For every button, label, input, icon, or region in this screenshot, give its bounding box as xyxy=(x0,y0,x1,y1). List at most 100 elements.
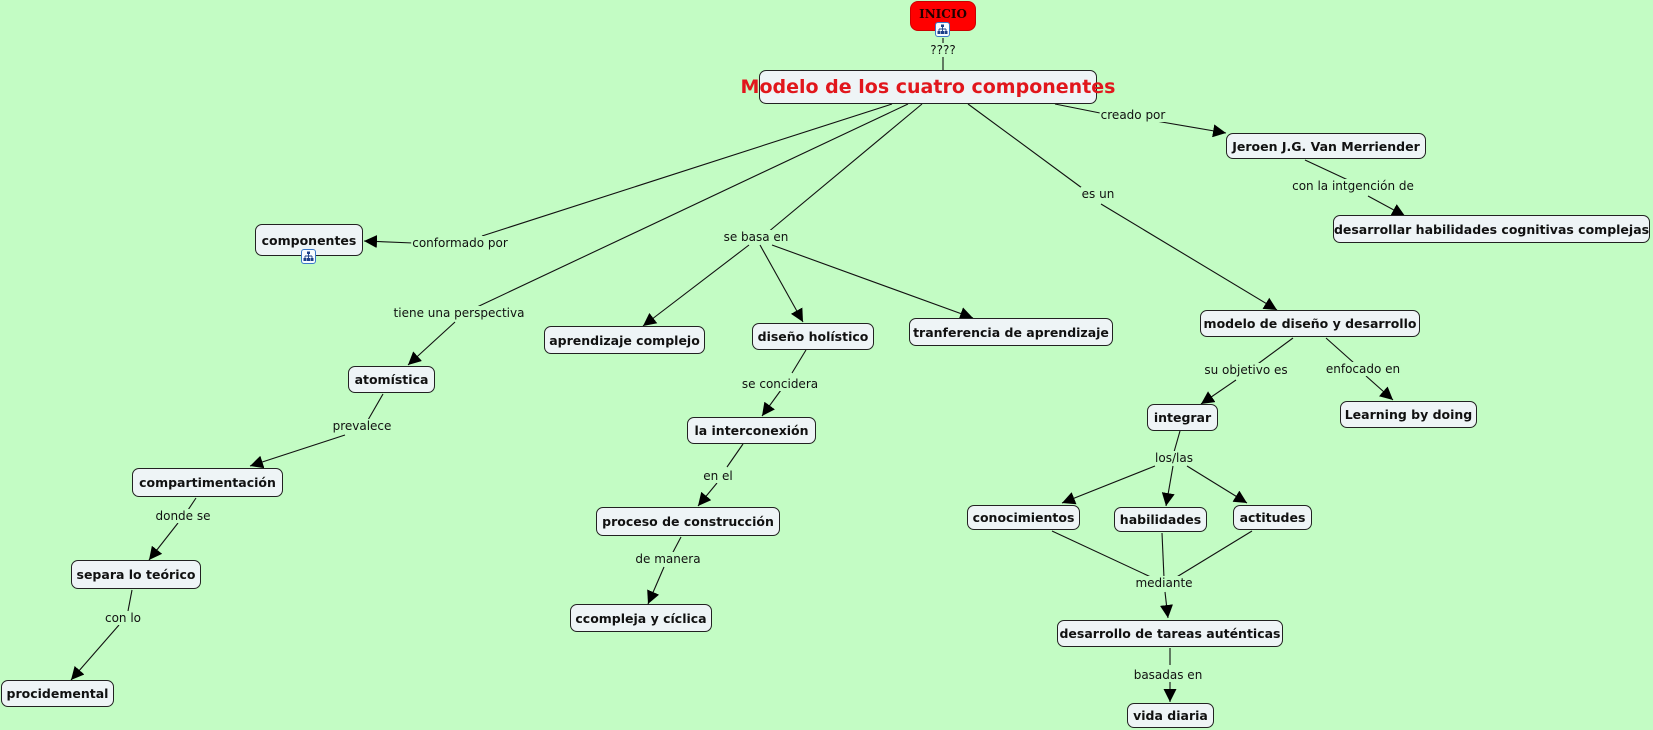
concept-label: desarrollo de tareas auténticas xyxy=(1059,626,1281,641)
concept-label: modelo de diseño y desarrollo xyxy=(1203,316,1417,331)
concept-inicio-label: INICIO xyxy=(919,7,967,21)
link-line xyxy=(1186,465,1248,504)
concept-label: conocimientos xyxy=(972,510,1075,525)
link-line xyxy=(1100,203,1278,311)
submap-hierarchy-icon[interactable] xyxy=(935,22,950,37)
link-line xyxy=(148,522,179,561)
linking-phrase[interactable]: de manera xyxy=(634,552,702,566)
concept-label: desarrollar habilidades cognitivas compl… xyxy=(1333,221,1650,237)
link-line xyxy=(1161,532,1165,579)
link-line xyxy=(1061,465,1156,505)
submap-hierarchy-icon[interactable] xyxy=(301,249,316,264)
linking-phrase[interactable]: creado por xyxy=(1099,108,1167,122)
link-line xyxy=(476,103,909,308)
link-line xyxy=(771,244,974,320)
concept-label: Jeroen J.G. Van Merriender xyxy=(1232,138,1420,154)
concept-ccompleja-ciclica[interactable]: ccompleja y cíclica xyxy=(570,604,712,632)
concept-label: tranferencia de aprendizaje xyxy=(913,324,1109,340)
concept-actitudes[interactable]: actitudes xyxy=(1233,505,1312,530)
link-line xyxy=(1173,430,1181,453)
link-line xyxy=(759,244,804,323)
link-line xyxy=(1367,195,1406,217)
link-line xyxy=(967,103,1083,189)
link-line xyxy=(367,393,384,421)
concept-tranferencia[interactable]: tranferencia de aprendizaje xyxy=(909,318,1113,346)
concept-integrar[interactable]: integrar xyxy=(1147,404,1218,431)
link-line xyxy=(407,321,456,366)
link-line xyxy=(761,389,782,417)
concept-label: integrar xyxy=(1153,410,1212,425)
link-line xyxy=(127,589,133,612)
concept-label: procidemental xyxy=(6,686,109,701)
concept-label: habilidades xyxy=(1119,512,1202,527)
concept-desarrollo-tareas[interactable]: desarrollo de tareas auténticas xyxy=(1057,620,1283,647)
link-line xyxy=(1161,465,1175,507)
link-line xyxy=(1254,337,1294,367)
concept-label: aprendizaje complejo xyxy=(549,332,700,348)
concept-main-title[interactable]: Modelo de los cuatro componentes xyxy=(741,70,1115,104)
concept-label: Learning by doing xyxy=(1344,407,1473,422)
concept-learning-by-doing[interactable]: Learning by doing xyxy=(1340,401,1477,428)
concept-habilidades[interactable]: habilidades xyxy=(1114,507,1207,532)
linking-phrase[interactable]: en el xyxy=(702,469,734,483)
concept-conocimientos[interactable]: conocimientos xyxy=(967,505,1080,530)
concept-aprendizaje-complejo[interactable]: aprendizaje complejo xyxy=(544,326,705,354)
concept-desarrollar[interactable]: desarrollar habilidades cognitivas compl… xyxy=(1333,215,1650,243)
concept-jeroen[interactable]: Jeroen J.G. Van Merriender xyxy=(1226,133,1426,159)
link-line xyxy=(1054,103,1101,114)
link-line xyxy=(647,566,665,605)
concept-separa-teorico[interactable]: separa lo teórico xyxy=(71,560,201,589)
link-line xyxy=(671,536,682,555)
concept-proceso[interactable]: proceso de construcción xyxy=(596,507,780,536)
concept-label: atomística xyxy=(354,372,429,387)
linking-phrase[interactable]: con lo xyxy=(103,611,143,625)
link-line xyxy=(1174,530,1253,579)
linking-phrase[interactable]: mediante xyxy=(1134,576,1194,590)
linking-phrase[interactable]: prevalece xyxy=(331,419,393,433)
concept-compartimentacion[interactable]: compartimentación xyxy=(132,468,283,497)
link-line xyxy=(363,235,414,249)
concept-label: la interconexión xyxy=(694,423,809,438)
concept-atomistica[interactable]: atomística xyxy=(348,366,435,393)
concept-vida-diaria[interactable]: vida diaria xyxy=(1127,703,1214,728)
linking-phrase[interactable]: tiene una perspectiva xyxy=(392,306,526,320)
link-line xyxy=(726,443,744,468)
concept-label: actitudes xyxy=(1239,510,1306,525)
link-line xyxy=(766,103,923,234)
link-line xyxy=(1160,591,1173,619)
link-line xyxy=(1325,337,1355,364)
main-title-label: Modelo de los cuatro componentes xyxy=(740,76,1116,98)
linking-phrase[interactable]: enfocado en xyxy=(1324,362,1402,376)
concept-label: ccompleja y cíclica xyxy=(575,610,707,626)
linking-phrase[interactable]: con la intgención de xyxy=(1291,179,1415,193)
link-line xyxy=(642,244,750,327)
link-line xyxy=(1365,375,1394,401)
concept-procidemental[interactable]: procidemental xyxy=(1,680,114,707)
linking-phrase[interactable]: ???? xyxy=(929,43,957,57)
concept-label: vida diaria xyxy=(1133,708,1208,723)
linking-phrase[interactable]: su objetivo es xyxy=(1203,363,1289,377)
concept-label: compartimentación xyxy=(139,475,276,490)
concept-interconexion[interactable]: la interconexión xyxy=(687,417,816,444)
linking-phrase[interactable]: se basa en xyxy=(722,230,790,244)
concept-modelo-diseno[interactable]: modelo de diseño y desarrollo xyxy=(1200,310,1420,337)
link-line xyxy=(481,103,893,237)
linking-phrase[interactable]: donde se xyxy=(154,509,212,523)
concept-diseno-holistico[interactable]: diseño holístico xyxy=(752,323,874,350)
link-line xyxy=(1200,379,1237,405)
linking-phrase[interactable]: los/las xyxy=(1154,451,1194,465)
linking-phrase[interactable]: se concidera xyxy=(740,377,820,391)
link-line xyxy=(791,349,807,374)
linking-phrase[interactable]: conformado por xyxy=(411,236,509,250)
link-line xyxy=(70,624,120,681)
link-line xyxy=(1304,159,1349,181)
link-line xyxy=(1149,119,1227,138)
concept-label: proceso de construcción xyxy=(602,514,774,529)
link-line xyxy=(187,497,197,511)
concept-label: componentes xyxy=(261,232,357,248)
linking-phrase[interactable]: es un xyxy=(1080,187,1116,201)
link-line xyxy=(1051,530,1154,579)
concept-label: separa lo teórico xyxy=(76,567,196,582)
linking-phrase[interactable]: basadas en xyxy=(1132,668,1204,682)
